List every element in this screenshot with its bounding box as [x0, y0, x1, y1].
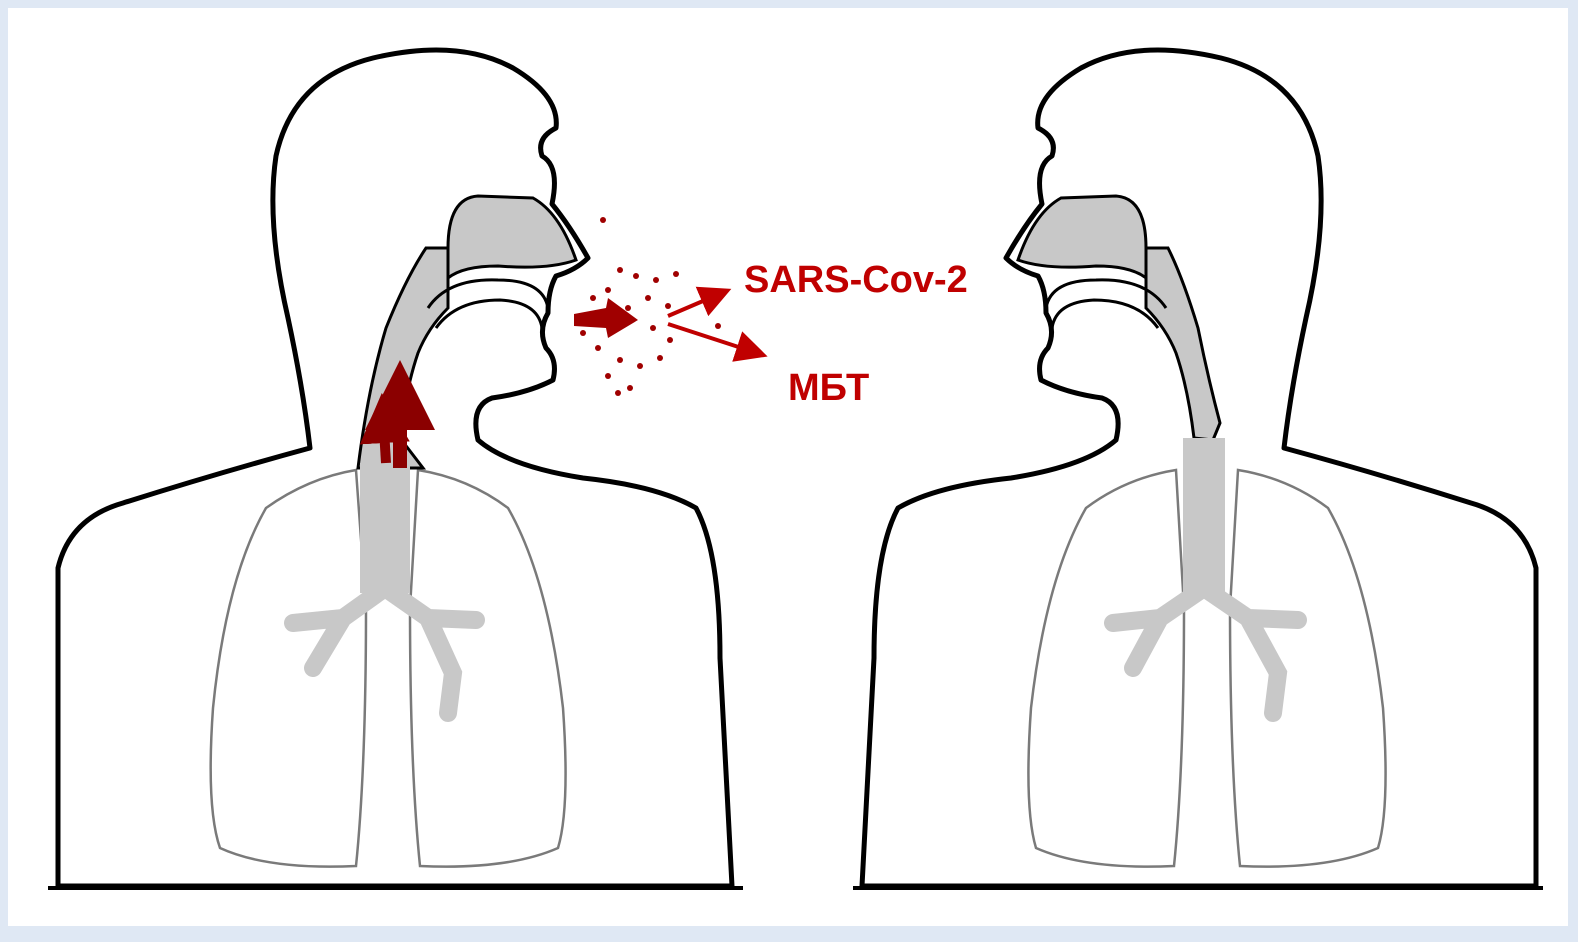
infected-trachea [360, 463, 410, 593]
infected-bronchi [293, 588, 476, 713]
droplet [615, 390, 621, 396]
healthy-person [853, 50, 1543, 888]
healthy-trachea [1183, 438, 1225, 593]
aerosol-droplet-cloud [574, 217, 721, 396]
healthy-pharynx [1146, 248, 1220, 440]
droplet [600, 217, 606, 223]
diagram-canvas: SARS-Cov-2 МБТ [8, 8, 1568, 926]
droplet [650, 325, 656, 331]
infected-left-lung [211, 470, 366, 867]
droplet [580, 330, 586, 336]
virus-label: SARS-Cov-2 [744, 259, 968, 301]
healthy-bronchi [1113, 588, 1298, 713]
droplet [590, 295, 596, 301]
droplet [637, 363, 643, 369]
droplet [673, 271, 679, 277]
droplet [665, 303, 671, 309]
droplet [633, 273, 639, 279]
droplet [653, 277, 659, 283]
droplet [625, 305, 631, 311]
droplet [617, 357, 623, 363]
pathogen-flow-arrow-2 [383, 413, 386, 463]
infected-right-lung [410, 470, 566, 867]
droplet [627, 385, 633, 391]
arrow-to-bacteria-label [668, 324, 760, 354]
droplet [617, 267, 623, 273]
droplet [595, 345, 601, 351]
healthy-right-lung [1230, 470, 1386, 867]
droplet [645, 295, 651, 301]
droplet [715, 323, 721, 329]
infected-airway [293, 196, 576, 713]
droplet [667, 337, 673, 343]
airborne-transmission-diagram: SARS-Cov-2 МБТ [8, 8, 1578, 942]
arrow-to-virus-label [668, 292, 724, 316]
label-pointer-arrows [668, 292, 760, 354]
infected-person [48, 50, 743, 888]
healthy-airway [1018, 196, 1298, 713]
bacteria-label: МБТ [788, 367, 869, 409]
droplet [605, 373, 611, 379]
droplet [605, 287, 611, 293]
droplet [657, 355, 663, 361]
healthy-left-lung [1028, 470, 1184, 867]
